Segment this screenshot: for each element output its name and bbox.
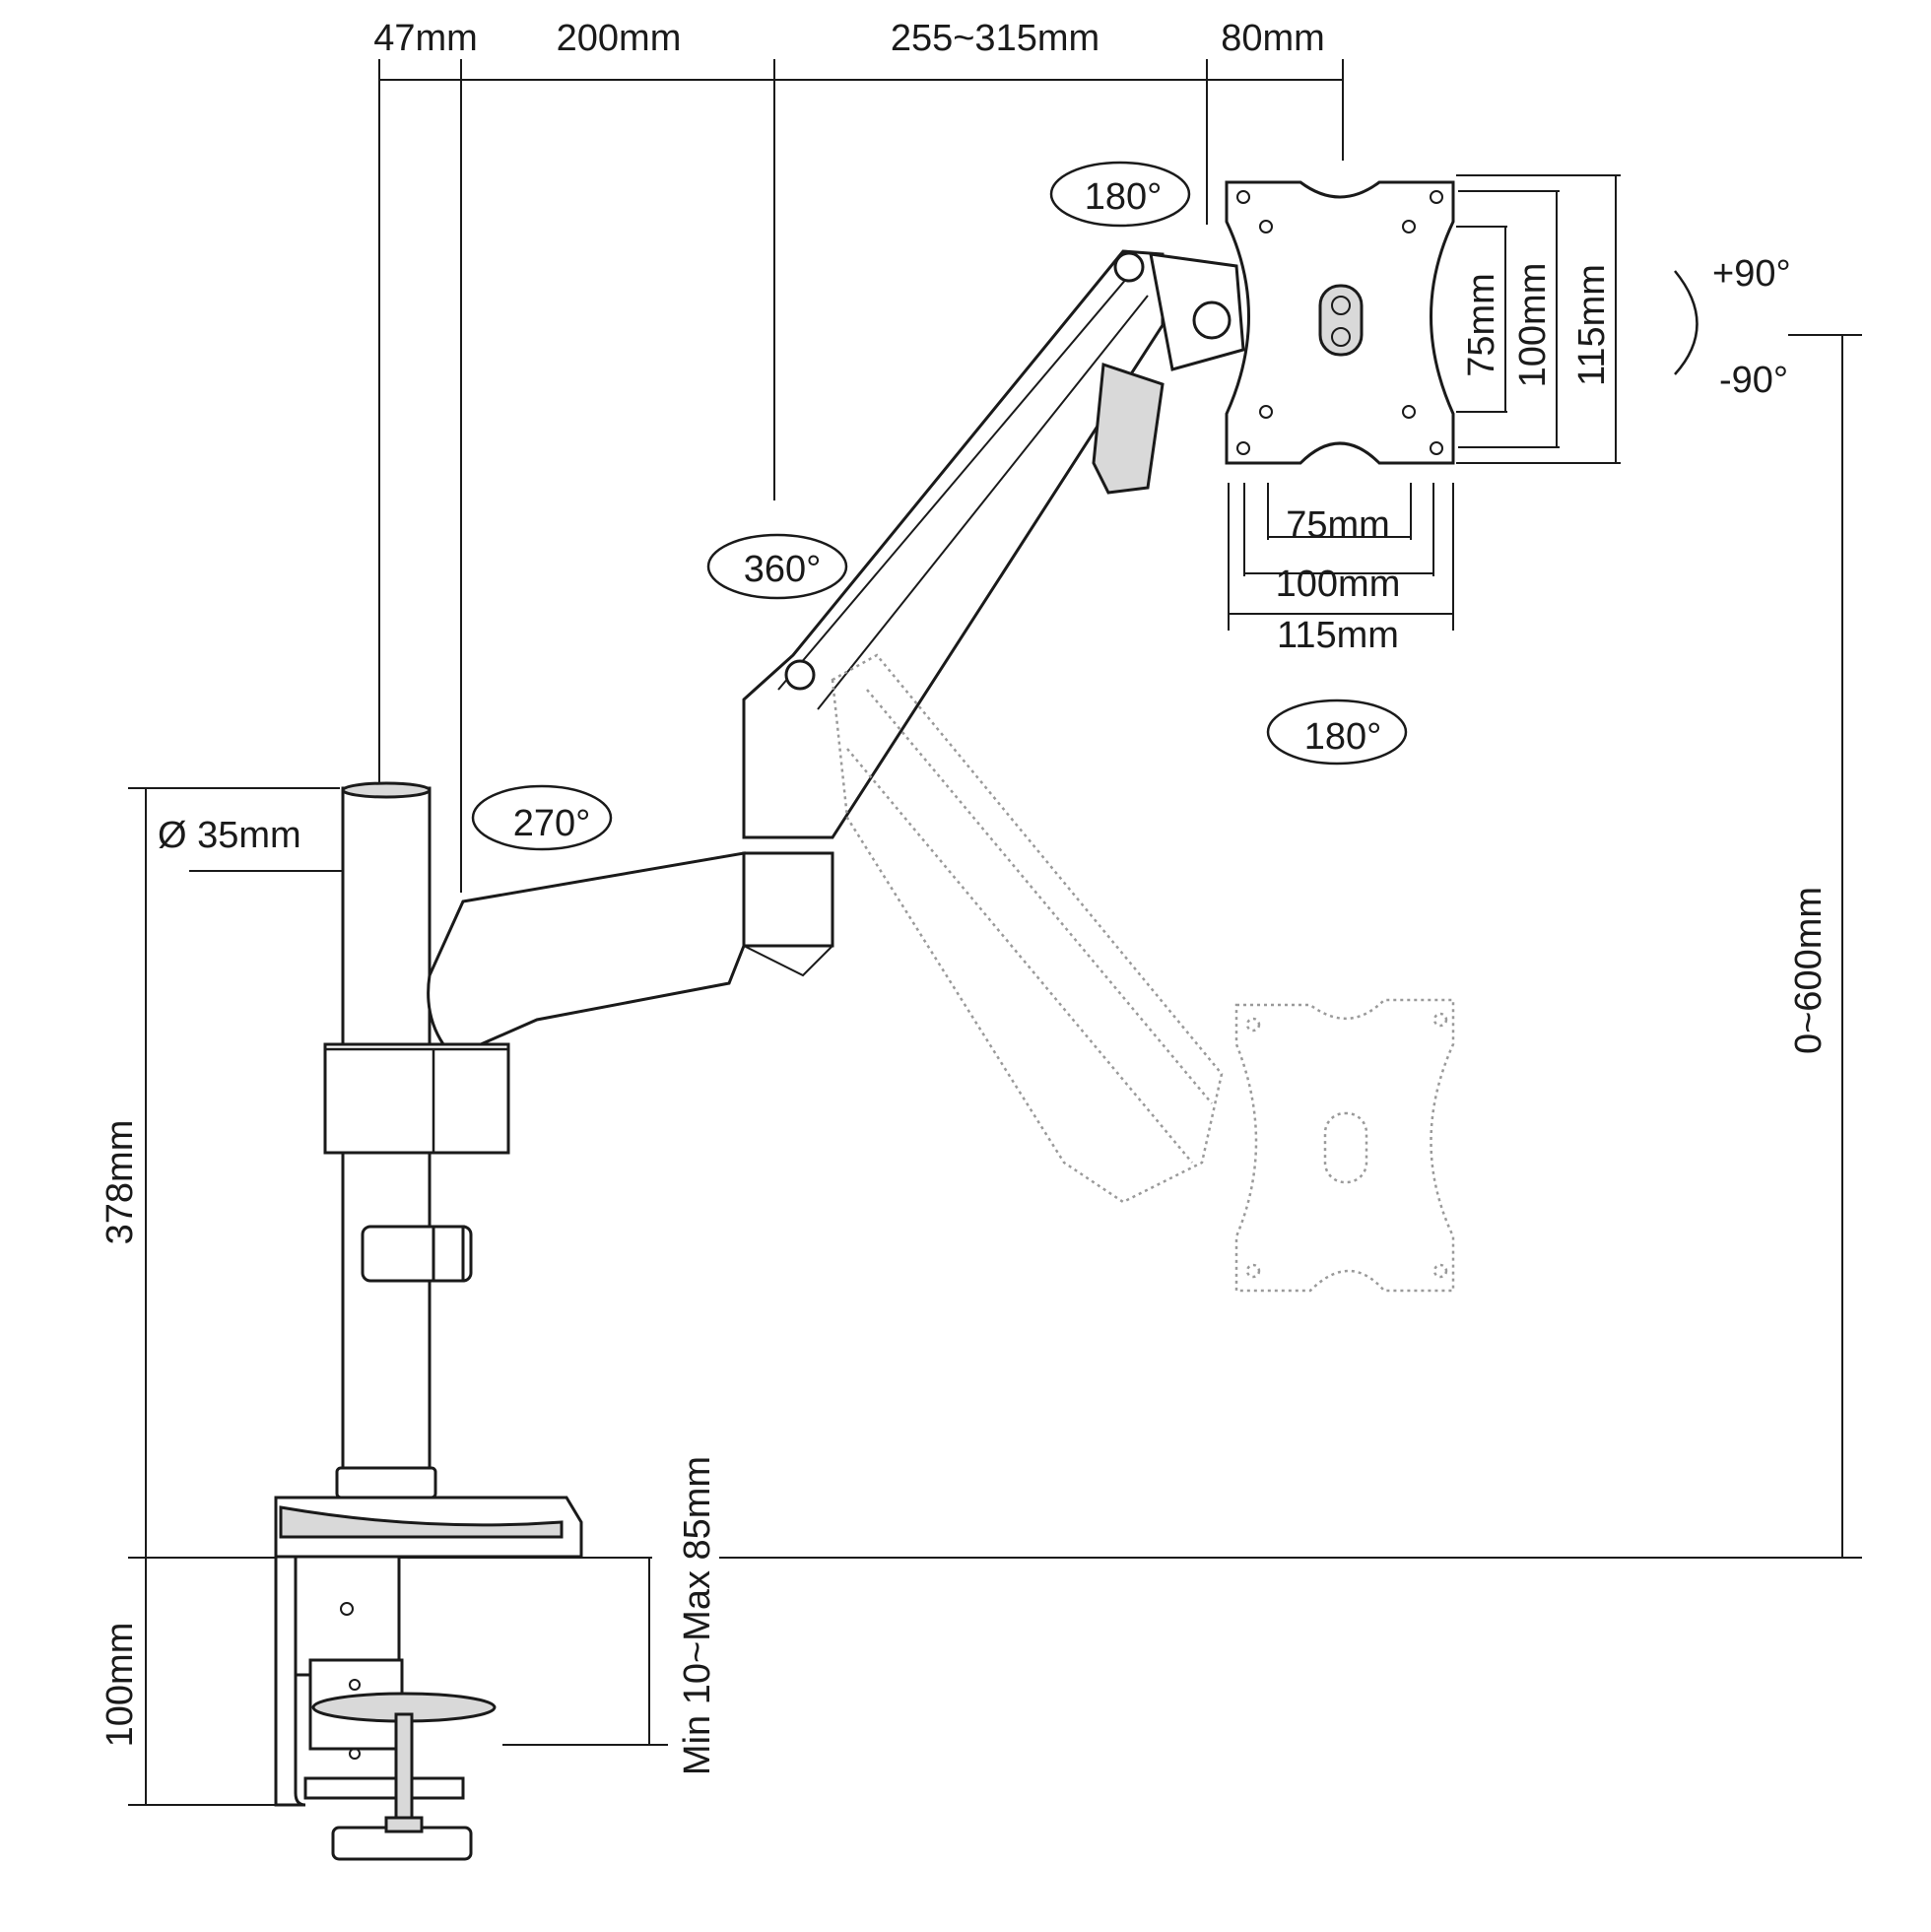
pole-collar (335, 1466, 437, 1499)
ghost-arm (831, 653, 1224, 1204)
label-clamp-height: 100mm (100, 1623, 141, 1748)
lower-arm-body (427, 851, 746, 1046)
clamp-foot (303, 1776, 465, 1800)
head-swivel-ellipse (1049, 161, 1191, 228)
ghost-vesa-plate (1234, 998, 1455, 1293)
upper-arm-body (742, 249, 1165, 839)
label-head-swivel: 180° (1085, 176, 1163, 218)
label-rotate-minus: -90° (1719, 360, 1788, 401)
gas-spring (1092, 362, 1165, 495)
tilt-ellipse (1266, 699, 1408, 766)
label-clamp-offset: 47mm (373, 18, 478, 59)
label-vesa-h-100: 100mm (1276, 564, 1401, 605)
cable-clip-tab (432, 1225, 465, 1283)
rotation-markers (471, 161, 1698, 851)
clamp-back (274, 1555, 306, 1807)
dimension-labels: 47mm 200mm 255~315mm 80mm Ø 35mm 378mm 1… (100, 18, 1830, 1775)
arm2-swivel-ellipse (706, 533, 848, 600)
label-rotate-plus: +90° (1712, 253, 1791, 295)
clamp-screw (394, 1712, 414, 1830)
label-desk-thickness: Min 10~Max 85mm (677, 1456, 718, 1775)
label-vesa-h-115: 115mm (1277, 615, 1399, 656)
vesa-plate (1225, 180, 1455, 465)
label-arm1-length: 200mm (557, 18, 682, 59)
elbow-block (742, 851, 834, 948)
label-arm2-length: 255~315mm (891, 18, 1099, 59)
lower-arm (323, 851, 834, 1155)
arm1-swivel-ellipse (471, 784, 613, 851)
label-height-range: 0~600mm (1788, 887, 1830, 1054)
label-vesa-v-115: 115mm (1571, 264, 1613, 386)
dimension-lines (128, 59, 1862, 1806)
rotate-arc (1674, 270, 1698, 375)
label-arm2-swivel: 360° (744, 549, 822, 590)
label-vesa-h-75: 75mm (1286, 504, 1390, 546)
pole-cap (341, 781, 432, 799)
arm-collar (323, 1042, 510, 1155)
label-pole-height: 378mm (100, 1120, 141, 1245)
label-vesa-v-100: 100mm (1512, 263, 1554, 388)
upper-arm (742, 249, 1245, 839)
label-vesa-v-75: 75mm (1461, 273, 1502, 377)
label-pole-diameter: Ø 35mm (158, 815, 301, 856)
rotation-labels: 180° 360° 270° 180° +90° -90° (513, 176, 1791, 844)
label-tilt: 180° (1304, 716, 1382, 758)
label-vesa-offset: 80mm (1221, 18, 1325, 59)
label-arm1-swivel: 270° (513, 803, 591, 844)
